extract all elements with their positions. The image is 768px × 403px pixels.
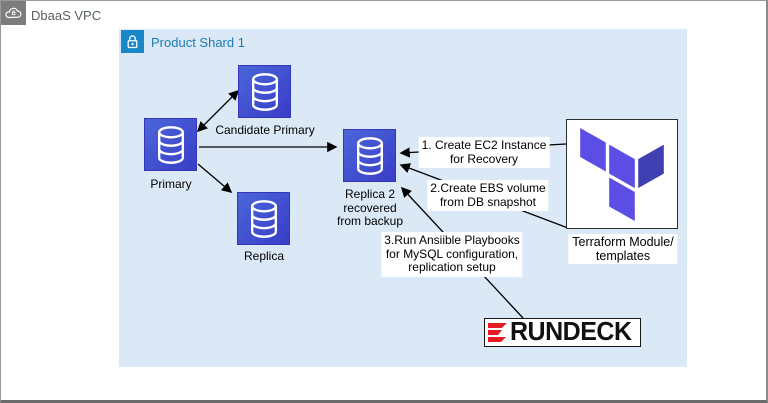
cloud-vpc-icon [1,1,26,25]
edge-primary-replica[interactable] [197,163,233,194]
label-candidate-primary: Candidate Primary [215,123,315,137]
annotation-step3[interactable]: 3.Run Ansiible Playbooks for MySQL confi… [381,232,523,277]
rundeck-wordmark: RUNDECK [510,317,632,347]
database-icon-replica2[interactable] [343,129,396,182]
label-terraform-module: Terraform Module/ templates [568,234,678,264]
database-icon-replica[interactable] [237,192,290,245]
shard-title: Product Shard 1 [151,35,245,50]
label-replica: Replica [243,249,285,263]
lock-icon[interactable] [121,30,144,53]
rundeck-logo[interactable]: RUNDECK [484,318,641,347]
edge-primary-candidate[interactable] [196,89,240,133]
label-primary: Primary [150,177,192,191]
terraform-logo[interactable] [566,119,678,229]
database-icon-candidate-primary[interactable] [238,65,291,118]
annotation-step2[interactable]: 2.Create EBS volume from DB snapshot [427,180,549,211]
label-replica2: Replica 2 recovered from backup [336,187,404,228]
vpc-title: DbaaS VPC [31,8,102,23]
database-icon-primary[interactable] [144,118,197,171]
annotation-step1[interactable]: 1. Create EC2 Instance for Recovery [418,137,550,168]
rundeck-bars-icon [488,323,507,342]
